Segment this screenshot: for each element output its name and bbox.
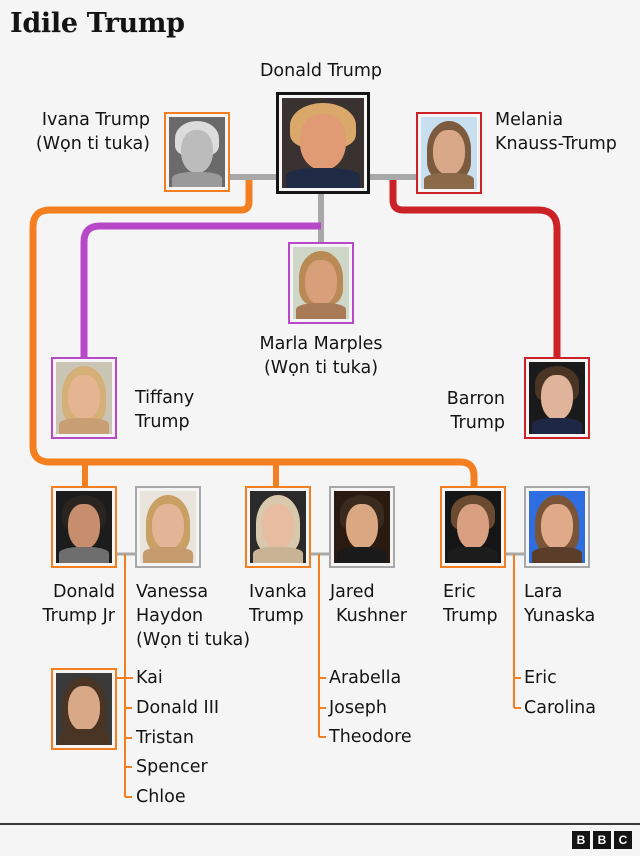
chart-title: Idile Trump: [10, 8, 185, 39]
photo-melania-knauss-trump: [416, 112, 482, 194]
bbc-logo-letter: B: [593, 831, 611, 849]
photo-lara-yunaska: [524, 486, 590, 568]
photo-ivana-trump: [164, 112, 230, 192]
grandchild-kai: Kai: [136, 668, 163, 688]
photo-jared-kushner: [329, 486, 395, 568]
grandchild-chloe: Chloe: [136, 787, 186, 807]
grandchild-spencer: Spencer: [136, 757, 208, 777]
grandchild-eric: Eric: [524, 668, 557, 688]
photo-barron-trump: [524, 357, 590, 439]
name-marla-marples: Marla Marples(Wọn ti tuka): [259, 334, 383, 378]
grandchild-carolina: Carolina: [524, 698, 596, 718]
grandchild-arabella: Arabella: [329, 668, 402, 688]
grandchild-joseph: Joseph: [329, 698, 387, 718]
photo-ivanka-trump: [245, 486, 311, 568]
photo-tiffany-trump: [51, 357, 117, 439]
bbc-logo-letter: B: [572, 831, 590, 849]
photo-donald-trump: [276, 92, 370, 194]
name-ivana-trump: Ivana Trump(Wọn ti tuka): [35, 110, 150, 154]
footer-divider: [0, 823, 640, 825]
photo-eric-trump: [440, 486, 506, 568]
photo-donald-trump-jr: [51, 486, 117, 568]
photo-kai-trump: [51, 668, 117, 750]
bbc-logo: B B C: [572, 831, 632, 849]
grandchild-donald-iii: Donald III: [136, 698, 220, 718]
grandchild-tristan: Tristan: [136, 728, 194, 748]
bbc-logo-letter: C: [614, 831, 632, 849]
photo-vanessa-haydon: [135, 486, 201, 568]
name-donald-trump: Donald Trump: [259, 61, 383, 81]
photo-marla-marples: [288, 242, 354, 324]
grandchild-theodore: Theodore: [329, 727, 412, 747]
